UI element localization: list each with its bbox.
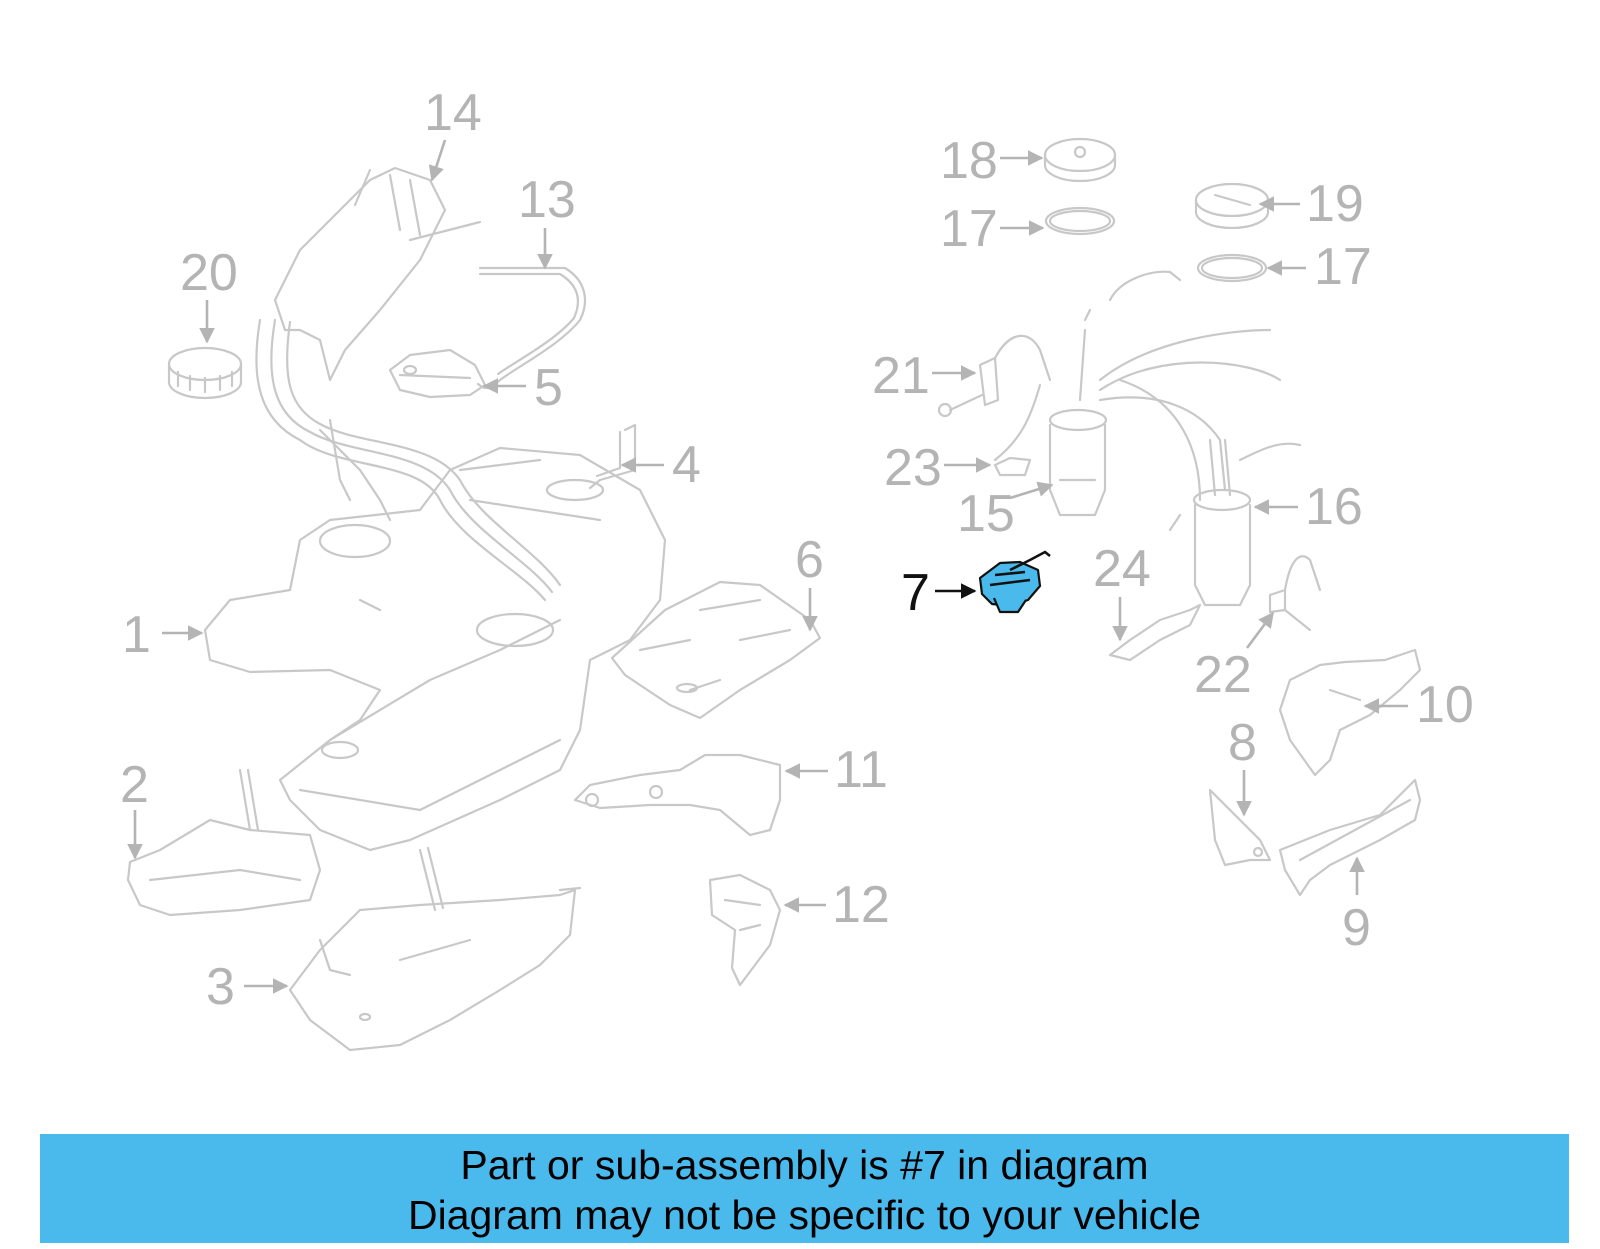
callout-7: 7: [901, 564, 977, 622]
callout-2: 2: [120, 756, 149, 860]
svg-text:6: 6: [795, 531, 824, 589]
strap-part[interactable]: [1108, 603, 1202, 662]
lock-ring-part[interactable]: [167, 346, 243, 400]
callout-21: 21: [872, 347, 977, 405]
svg-text:19: 19: [1306, 175, 1364, 233]
callout-17-lower: 17: [1266, 238, 1372, 296]
bracket-part[interactable]: [588, 423, 637, 490]
callout-19: 19: [1258, 175, 1364, 233]
shield-mid-part[interactable]: [573, 753, 782, 837]
cover-right-part[interactable]: [1278, 648, 1422, 777]
callout-8: 8: [1228, 714, 1257, 817]
svg-text:24: 24: [1093, 540, 1151, 598]
sensor-bracket-part[interactable]: [937, 334, 1052, 418]
shield-left-part[interactable]: [126, 768, 322, 917]
svg-text:5: 5: [534, 359, 563, 417]
highlighted-part-7[interactable]: [978, 550, 1051, 614]
callout-9: 9: [1342, 856, 1371, 957]
svg-text:11: 11: [834, 741, 888, 799]
callout-3: 3: [206, 958, 289, 1016]
small-shield-part[interactable]: [708, 873, 782, 987]
callout-4: 4: [620, 436, 701, 494]
svg-text:7: 7: [901, 564, 930, 622]
svg-text:21: 21: [872, 347, 930, 405]
svg-text:17: 17: [940, 200, 998, 258]
svg-text:23: 23: [884, 439, 942, 497]
svg-text:18: 18: [940, 132, 998, 190]
callout-10: 10: [1363, 676, 1474, 734]
svg-text:16: 16: [1305, 478, 1363, 536]
fuel-pump-part[interactable]: [993, 270, 1282, 517]
callout-20: 20: [180, 244, 238, 344]
callout-13: 13: [518, 171, 576, 270]
svg-text:9: 9: [1342, 899, 1371, 957]
callout-12: 12: [783, 876, 890, 934]
sensor-part[interactable]: [1268, 555, 1322, 632]
svg-text:2: 2: [120, 756, 149, 814]
svg-text:15: 15: [957, 485, 1015, 543]
rail-part[interactable]: [1278, 778, 1422, 897]
callout-14: 14: [424, 84, 482, 182]
svg-text:4: 4: [672, 436, 701, 494]
svg-text:14: 14: [424, 84, 482, 142]
callout-6: 6: [795, 531, 824, 632]
fuel-tank-part[interactable]: [203, 446, 667, 852]
info-banner: Part or sub-assembly is #7 in diagram Di…: [40, 1134, 1569, 1243]
fuel-line-part[interactable]: [476, 266, 587, 390]
fuel-pump-right-part[interactable]: [1168, 438, 1302, 607]
svg-text:10: 10: [1416, 676, 1474, 734]
bracket-lower-part[interactable]: [1208, 788, 1272, 867]
callout-23: 23: [884, 439, 992, 497]
svg-text:3: 3: [206, 958, 235, 1016]
callout-5: 5: [482, 359, 563, 417]
banner-line-1: Part or sub-assembly is #7 in diagram: [460, 1142, 1149, 1188]
heat-shield-part[interactable]: [610, 580, 822, 720]
seal-ring-upper-part[interactable]: [1044, 206, 1116, 236]
svg-text:8: 8: [1228, 714, 1257, 772]
pump-cover-part[interactable]: [1043, 137, 1117, 183]
svg-text:1: 1: [122, 606, 151, 664]
svg-text:12: 12: [832, 876, 890, 934]
svg-text:22: 22: [1194, 646, 1252, 704]
svg-text:20: 20: [180, 244, 238, 302]
callout-17-upper: 17: [940, 200, 1045, 258]
callout-11: 11: [784, 741, 888, 799]
callout-18: 18: [940, 132, 1044, 190]
svg-text:17: 17: [1314, 238, 1372, 296]
callout-15: 15: [957, 481, 1054, 543]
under-shield-part[interactable]: [288, 846, 582, 1052]
filler-neck-part[interactable]: [255, 166, 562, 602]
pump-cover-right-part[interactable]: [1194, 182, 1270, 230]
callout-1: 1: [122, 606, 204, 664]
svg-text:13: 13: [518, 171, 576, 229]
clip-part[interactable]: [993, 456, 1032, 477]
cover-plate-part[interactable]: [388, 348, 487, 399]
callout-24: 24: [1093, 540, 1151, 642]
seal-ring-lower-part[interactable]: [1196, 253, 1268, 283]
callout-22: 22: [1194, 611, 1275, 704]
callout-16: 16: [1253, 478, 1363, 536]
banner-line-2: Diagram may not be specific to your vehi…: [407, 1192, 1201, 1238]
